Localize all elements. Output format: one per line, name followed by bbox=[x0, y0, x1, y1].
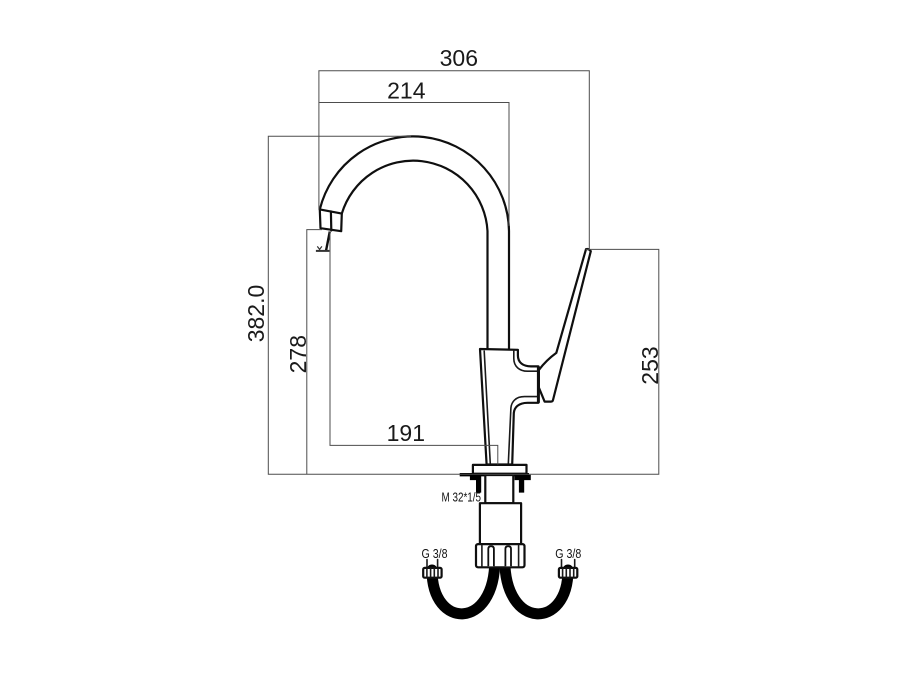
spout-gooseneck bbox=[318, 135, 511, 352]
hose-left bbox=[426, 554, 501, 620]
hose-connector-slot-right bbox=[504, 545, 512, 567]
hose-connector-slot-left bbox=[487, 545, 495, 567]
dim-label-overall-height: 382.0 bbox=[243, 285, 269, 343]
dim-line-278 bbox=[306, 229, 322, 475]
clamp-left bbox=[469, 474, 482, 493]
dim-line-191 bbox=[329, 231, 499, 465]
body-inner-cove-lower bbox=[507, 395, 538, 465]
mounting-flange bbox=[471, 463, 528, 475]
dim-line-214 bbox=[318, 102, 510, 226]
faucet-figure bbox=[315, 135, 592, 620]
dim-label-handle-height: 253 bbox=[637, 346, 663, 384]
nozzle-band bbox=[318, 208, 343, 232]
hose-nut-right bbox=[557, 558, 579, 579]
water-stream-line bbox=[324, 231, 331, 252]
dimension-lines bbox=[267, 70, 660, 475]
label-mount-thread: M 32*1/5 bbox=[442, 491, 482, 505]
hose-connector-flare-lines bbox=[481, 544, 520, 568]
body-inner-cove-upper bbox=[513, 350, 538, 372]
dim-label-spout-reach: 214 bbox=[387, 77, 426, 103]
tailpiece bbox=[478, 502, 523, 546]
hose-nut-left bbox=[422, 558, 443, 579]
dimension-labels: 306 214 382.0 278 253 191 M 32*1/5 G 3/8… bbox=[243, 45, 663, 561]
clamp-right bbox=[514, 474, 531, 493]
hose-connector bbox=[474, 542, 526, 569]
hose-right bbox=[499, 554, 574, 620]
label-left-hose-thread: G 3/8 bbox=[422, 547, 448, 561]
handle-lever bbox=[537, 247, 592, 403]
dim-label-outlet-to-axis: 191 bbox=[387, 420, 425, 446]
dim-label-outlet-height: 278 bbox=[285, 335, 311, 373]
dim-line-306 bbox=[318, 70, 590, 250]
label-right-hose-thread: G 3/8 bbox=[555, 547, 581, 561]
dim-label-overall-length: 306 bbox=[440, 45, 478, 71]
threaded-shank bbox=[484, 473, 515, 505]
dim-line-382-253 bbox=[267, 135, 660, 475]
water-level-symbol bbox=[316, 246, 323, 251]
